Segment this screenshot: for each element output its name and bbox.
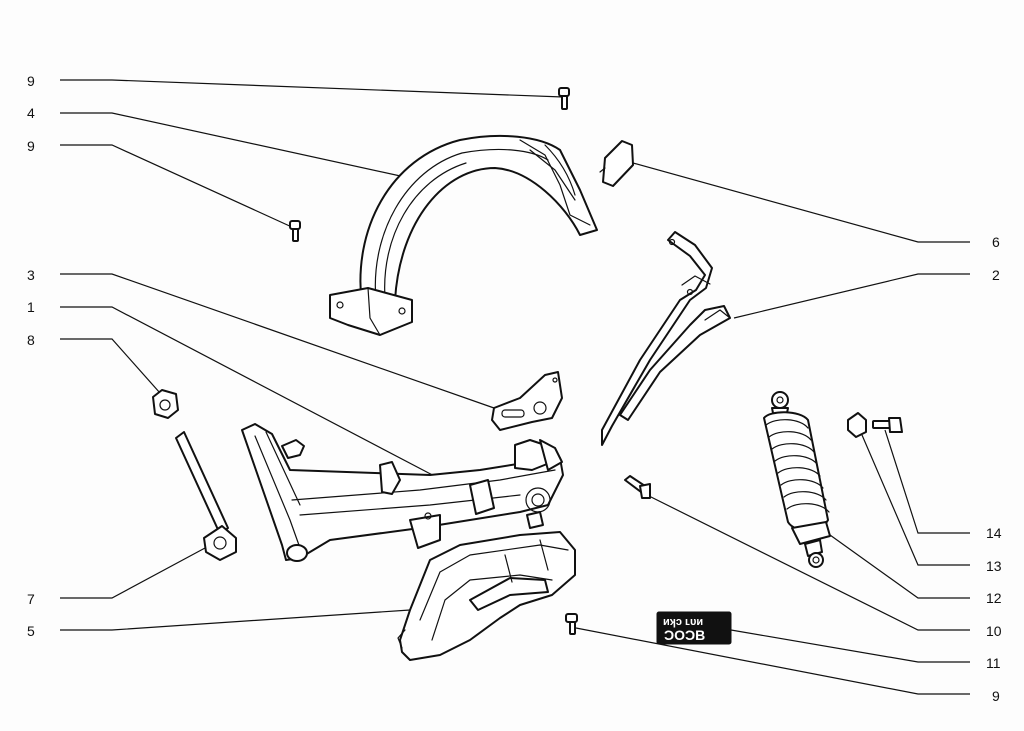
leader-line bbox=[60, 79, 564, 98]
mudguard-part-4 bbox=[329, 134, 598, 336]
bolt-part-10 bbox=[624, 475, 651, 499]
decal-text-line-2: ƆOƆB bbox=[664, 627, 705, 643]
callout-label: 10 bbox=[986, 623, 1002, 639]
callout-label: 14 bbox=[986, 525, 1002, 541]
bolt-part-14 bbox=[872, 417, 903, 433]
leader-line bbox=[861, 434, 970, 566]
decal-text-line-1: ᴎʞↄ ʟᴜᴎ bbox=[663, 616, 703, 628]
callout-label: 9 bbox=[27, 138, 35, 154]
leader-lines bbox=[60, 79, 970, 695]
swingarm-part-1 bbox=[241, 423, 564, 562]
callout-label: 3 bbox=[27, 267, 35, 283]
nut-part-8 bbox=[152, 389, 179, 419]
shock-absorber-part-12 bbox=[763, 391, 831, 568]
leader-line bbox=[575, 627, 970, 695]
leader-line bbox=[644, 493, 970, 631]
bracket-part-3 bbox=[491, 371, 563, 431]
nut-part-13 bbox=[847, 412, 867, 438]
leader-line bbox=[60, 144, 295, 229]
decal-part-11: ᴎʞↄ ʟᴜᴎ ƆOƆB bbox=[656, 611, 732, 645]
callout-label: 6 bbox=[992, 234, 1000, 250]
leader-line bbox=[60, 112, 406, 178]
callout-label: 5 bbox=[27, 623, 35, 639]
callout-label: 9 bbox=[27, 73, 35, 89]
leader-line bbox=[60, 273, 495, 409]
leader-line bbox=[60, 547, 206, 599]
callout-label: 7 bbox=[27, 591, 35, 607]
leader-line bbox=[60, 306, 443, 481]
callout-label: 12 bbox=[986, 590, 1002, 606]
leader-line bbox=[733, 273, 970, 319]
reflector-part-6 bbox=[599, 140, 634, 187]
leader-line bbox=[60, 338, 161, 394]
screw-part-9-left bbox=[289, 220, 301, 242]
callout-label: 13 bbox=[986, 558, 1002, 574]
leader-line bbox=[730, 629, 970, 663]
leader-line bbox=[60, 609, 411, 631]
callout-label: 2 bbox=[992, 267, 1000, 283]
callout-label: 9 bbox=[992, 688, 1000, 704]
screw-part-9-top bbox=[558, 87, 570, 110]
chainguard-part-5 bbox=[397, 531, 576, 661]
callout-label: 11 bbox=[986, 655, 1001, 671]
pivot-bolt-part-7 bbox=[175, 431, 237, 561]
callout-label: 1 bbox=[27, 299, 35, 315]
screw-part-9-bottom bbox=[565, 613, 578, 635]
callout-label: 8 bbox=[27, 332, 35, 348]
leader-line bbox=[884, 429, 970, 534]
stay-part-2 bbox=[601, 231, 731, 446]
leader-line bbox=[632, 162, 970, 243]
leader-line bbox=[829, 534, 970, 599]
callout-label: 4 bbox=[27, 105, 35, 121]
